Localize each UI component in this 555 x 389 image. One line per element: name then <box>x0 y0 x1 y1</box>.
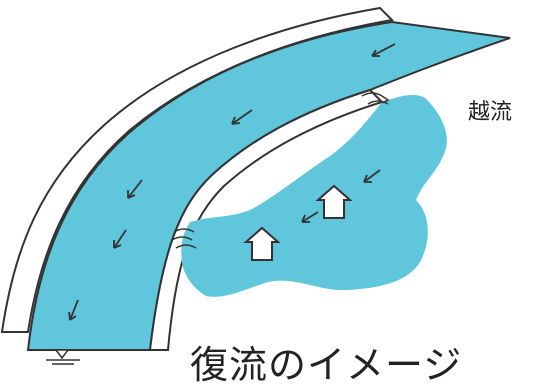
house-icon <box>315 184 353 219</box>
river-flow-arrows <box>68 43 396 321</box>
water-level-icon <box>46 349 80 365</box>
house-icon <box>243 226 281 261</box>
small-arrow-icon <box>113 229 127 249</box>
diagram-caption: 復流のイメージ <box>190 343 463 387</box>
floodplain-water <box>181 95 447 297</box>
overflow-spill-marks <box>171 92 390 249</box>
small-arrow-icon <box>68 299 79 321</box>
outer-levee <box>0 6 395 333</box>
overflow-label: 越流 <box>468 100 513 125</box>
small-arrow-icon <box>127 179 143 199</box>
small-arrow-icon <box>371 43 396 57</box>
small-arrow-icon <box>301 211 319 223</box>
river-channel <box>26 20 511 351</box>
floodplain-flow-arrows <box>301 169 381 223</box>
small-arrow-icon <box>363 169 381 183</box>
small-arrow-icon <box>231 109 253 125</box>
